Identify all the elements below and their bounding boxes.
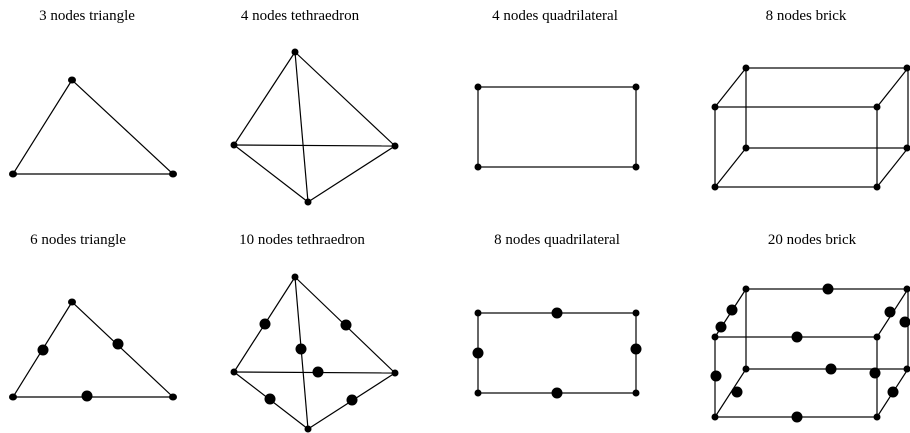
caption-4-nodes-tethraedron: 4 nodes tethraedron xyxy=(241,8,360,24)
corner-node xyxy=(632,389,640,397)
corner-node xyxy=(903,64,910,72)
corner-node xyxy=(230,368,238,376)
corner-node xyxy=(711,183,719,191)
midside-node xyxy=(551,307,563,319)
element-quad8 xyxy=(472,307,642,399)
element-brick20 xyxy=(710,283,910,423)
brick20-edge xyxy=(714,368,747,418)
midside-node xyxy=(312,366,324,378)
tet4-edge xyxy=(307,145,396,203)
tri3-edges xyxy=(11,79,175,175)
brick8-edge xyxy=(714,147,747,188)
midside-node xyxy=(37,344,49,356)
midside-node xyxy=(731,386,743,398)
corner-node xyxy=(711,103,719,111)
caption-20-nodes-brick: 20 nodes brick xyxy=(768,232,857,248)
element-tet4 xyxy=(230,48,399,206)
corner-node xyxy=(903,285,910,293)
corner-node xyxy=(742,365,750,373)
brick20-front-face xyxy=(714,336,878,418)
corner-node xyxy=(742,144,750,152)
corner-node xyxy=(711,413,719,421)
midside-node xyxy=(715,321,727,333)
midside-node xyxy=(869,367,881,379)
corner-node xyxy=(632,163,640,171)
caption-4-nodes-quadrilateral: 4 nodes quadrilateral xyxy=(492,8,618,24)
corner-node xyxy=(291,273,299,281)
corner-node xyxy=(391,142,399,150)
corner-node xyxy=(68,298,76,306)
brick8-front-face xyxy=(714,106,878,188)
tet4-edge xyxy=(233,144,309,203)
element-tri6 xyxy=(9,298,177,402)
midside-node xyxy=(887,386,899,398)
midside-node xyxy=(340,319,352,331)
element-tet10 xyxy=(230,273,399,433)
element-brick8 xyxy=(711,64,910,191)
brick8-edge xyxy=(876,147,909,188)
midside-node xyxy=(822,283,834,295)
corner-node xyxy=(68,76,76,84)
corner-node xyxy=(169,170,177,178)
corner-node xyxy=(230,141,238,149)
midside-node xyxy=(884,306,896,318)
corner-node xyxy=(632,309,640,317)
corner-node xyxy=(474,389,482,397)
caption-3-nodes-triangle: 3 nodes triangle xyxy=(39,8,135,24)
tet4-edge xyxy=(233,144,396,147)
element-tri3 xyxy=(9,76,177,178)
midside-node xyxy=(264,393,276,405)
corner-node xyxy=(474,83,482,91)
tet4-edge xyxy=(233,51,296,146)
corner-node xyxy=(304,425,312,433)
midside-node xyxy=(726,304,738,316)
corner-node xyxy=(873,333,881,341)
midside-node xyxy=(551,387,563,399)
corner-node xyxy=(291,48,299,56)
quad8-edges xyxy=(477,312,637,394)
midside-node xyxy=(259,318,271,330)
quad4-edges xyxy=(477,86,637,168)
corner-node xyxy=(711,333,719,341)
corner-node xyxy=(742,64,750,72)
corner-node xyxy=(474,163,482,171)
corner-node xyxy=(304,198,312,206)
corner-node xyxy=(873,183,881,191)
tet4-edge xyxy=(294,51,396,147)
brick8-edge xyxy=(876,67,909,108)
caption-8-nodes-quadrilateral: 8 nodes quadrilateral xyxy=(494,232,620,248)
element-quad4 xyxy=(474,83,640,171)
midside-node xyxy=(295,343,307,355)
midside-node xyxy=(112,338,124,350)
midside-node xyxy=(81,390,93,402)
brick20-back-face xyxy=(745,288,909,370)
midside-node xyxy=(346,394,358,406)
midside-node xyxy=(710,370,722,382)
midside-node xyxy=(791,331,803,343)
brick8-back-face xyxy=(745,67,909,149)
tri6-edges xyxy=(11,301,175,398)
corner-node xyxy=(169,393,177,401)
caption-6-nodes-triangle: 6 nodes triangle xyxy=(30,232,126,248)
caption-10-nodes-tethraedron: 10 nodes tethraedron xyxy=(239,232,365,248)
caption-8-nodes-brick: 8 nodes brick xyxy=(766,8,847,24)
corner-node xyxy=(873,413,881,421)
corner-node xyxy=(742,285,750,293)
corner-node xyxy=(903,144,910,152)
corner-node xyxy=(9,393,17,401)
midside-node xyxy=(472,347,484,359)
midside-node xyxy=(791,411,803,423)
midside-node xyxy=(899,316,910,328)
corner-node xyxy=(9,170,17,178)
corner-node xyxy=(903,365,910,373)
brick8-edge xyxy=(714,67,747,108)
corner-node xyxy=(632,83,640,91)
corner-node xyxy=(474,309,482,317)
corner-node xyxy=(873,103,881,111)
midside-node xyxy=(825,363,837,375)
corner-node xyxy=(391,369,399,377)
tet4-edge xyxy=(294,51,309,203)
midside-node xyxy=(630,343,642,355)
